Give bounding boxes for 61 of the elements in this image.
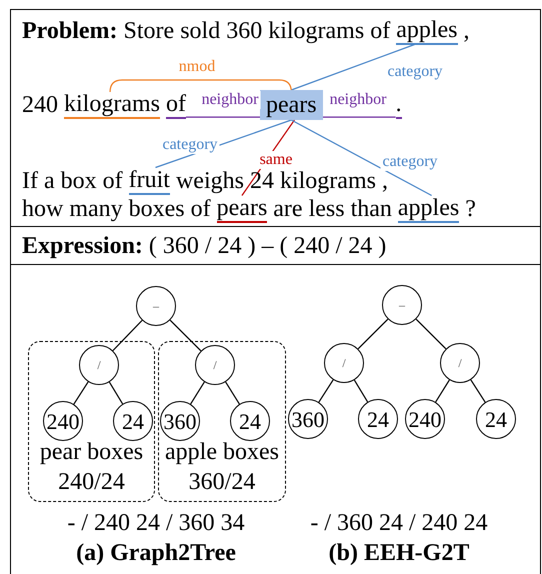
edge-label: neighbor bbox=[200, 91, 260, 109]
edge-label: neighbor bbox=[328, 91, 388, 109]
operator-node: / bbox=[440, 343, 480, 383]
problem-text: how many boxes of bbox=[22, 196, 211, 222]
problem-text: Problem: Store sold 360 kilograms of bbox=[22, 18, 390, 44]
tree-edge bbox=[170, 320, 202, 352]
problem-text: , bbox=[464, 18, 470, 44]
operator-node: / bbox=[324, 343, 364, 383]
tree-edge bbox=[470, 380, 486, 402]
underlined-word: apples bbox=[398, 196, 460, 222]
tree-edge bbox=[190, 382, 205, 404]
number-node: 24 bbox=[230, 401, 270, 441]
expression-text: Expression: ( 360 / 24 ) – ( 240 / 24 ) bbox=[22, 232, 386, 258]
relation-line bbox=[186, 116, 260, 118]
underlined-word: kilograms bbox=[64, 92, 160, 118]
underlined-word: apples bbox=[396, 18, 458, 44]
subfigure-caption: (a) Graph2Tree bbox=[76, 540, 236, 566]
problem-text: If a box of bbox=[22, 168, 123, 194]
relation-line bbox=[322, 116, 396, 118]
group-caption: apple boxes 360/24 bbox=[164, 438, 280, 497]
tree-edge bbox=[108, 382, 124, 404]
problem-text: ? bbox=[465, 196, 476, 222]
operator-node: – bbox=[382, 285, 422, 325]
number-node: 24 bbox=[476, 399, 516, 439]
group-caption: pear boxes 240/24 bbox=[38, 438, 144, 497]
tree-edge bbox=[73, 382, 89, 404]
underlined-word: pears bbox=[216, 196, 268, 222]
number-node: 24 bbox=[358, 399, 398, 439]
edge-label: same bbox=[258, 151, 294, 169]
number-node: 240 bbox=[43, 401, 83, 441]
relation-line bbox=[291, 44, 415, 91]
tree-panel bbox=[10, 265, 541, 574]
problem-text: are less than bbox=[273, 196, 392, 222]
underlined-word: . bbox=[396, 92, 402, 118]
expression-panel bbox=[10, 227, 541, 265]
underlined-word: fruit bbox=[128, 168, 170, 194]
operator-node: – bbox=[136, 286, 176, 326]
dashed-group-box bbox=[28, 341, 155, 502]
prefix-sequence: - / 360 24 / 240 24 bbox=[310, 510, 488, 536]
tree-edge bbox=[225, 382, 240, 404]
operator-node: / bbox=[195, 345, 235, 385]
dashed-group-box bbox=[158, 341, 286, 502]
number-node: 24 bbox=[113, 401, 153, 441]
problem-text: 240 bbox=[22, 92, 58, 118]
problem-text: weighs 24 kilograms , bbox=[176, 168, 388, 194]
highlighted-word: pears bbox=[260, 90, 323, 120]
number-node: 240 bbox=[405, 399, 445, 439]
tree-edge bbox=[358, 318, 388, 350]
relation-line bbox=[291, 119, 432, 196]
relation-line bbox=[109, 79, 292, 93]
number-node: 360 bbox=[160, 401, 200, 441]
number-node: 360 bbox=[288, 399, 328, 439]
tree-edge bbox=[354, 380, 368, 402]
tree-edge bbox=[435, 380, 450, 402]
underlined-word: of bbox=[166, 92, 186, 118]
prefix-sequence: - / 240 24 / 360 34 bbox=[67, 510, 245, 536]
operator-node: / bbox=[79, 345, 119, 385]
tree-edge bbox=[318, 380, 334, 402]
tree-edge bbox=[112, 320, 143, 352]
subfigure-caption: (b) EEH-G2T bbox=[328, 540, 470, 566]
tree-edge bbox=[416, 318, 446, 350]
